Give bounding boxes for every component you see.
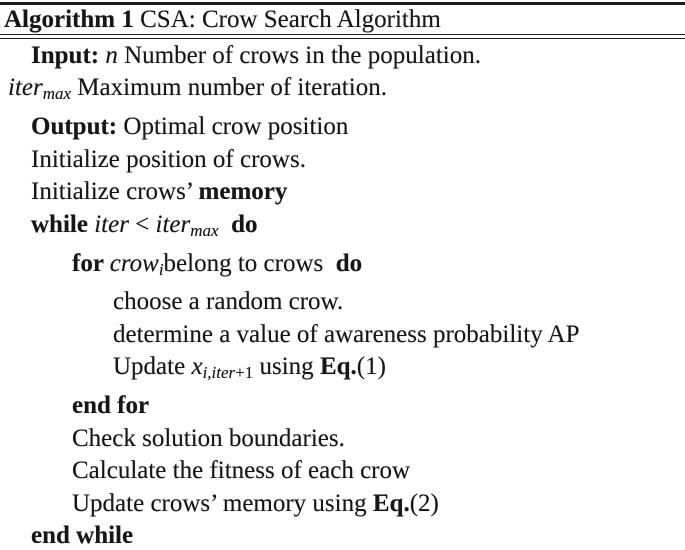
algorithm-text-segment: end while	[31, 522, 134, 550]
algorithm-line: for crowibelong to crows do	[0, 248, 685, 287]
algorithm-text-segment: end for	[72, 392, 150, 420]
algorithm-line: choose a random crow.	[0, 286, 685, 319]
algorithm-line: Update crows’ memory using Eq.(2)	[0, 488, 685, 521]
algorithm-text-segment: determine a value of awareness probabili…	[113, 320, 580, 348]
algorithm-line: Output: Optimal crow position	[0, 111, 685, 144]
algorithm-text-segment: n	[105, 41, 118, 69]
algorithm-text-segment: Check solution boundaries.	[72, 424, 345, 452]
algorithm-line: Initialize crows’ memory	[0, 176, 685, 209]
algorithm-text-segment	[219, 211, 232, 238]
algorithm-text-segment: Optimal crow position	[123, 113, 349, 141]
algorithm-text-segment: (2)	[409, 489, 439, 517]
algorithm-text-segment: Input:	[31, 41, 106, 69]
algorithm-line: while iter < itermax do	[0, 209, 685, 248]
algorithm-text-segment: using	[253, 353, 320, 381]
algorithm-text-segment: choose a random crow.	[113, 288, 344, 316]
algorithm-text-segment: i,iter	[202, 363, 236, 383]
title-separator-double-rule	[0, 34, 685, 39]
top-rule	[0, 2, 685, 5]
algorithm-line: Input: n Number of crows in the populati…	[0, 40, 685, 73]
algorithm-text-segment: <	[128, 210, 156, 238]
algorithm-text-segment: (1)	[356, 353, 386, 381]
algorithm-text-segment: crow	[109, 249, 159, 277]
algorithm-text-segment: max	[42, 84, 72, 104]
algorithm-line: Check solution boundaries.	[0, 423, 685, 456]
algorithm-text-segment: belong to crows	[163, 249, 336, 277]
algorithm-text-segment: x	[191, 353, 203, 381]
algorithm-line: Calculate the fitness of each crow	[0, 455, 685, 488]
algorithm-line: determine a value of awareness probabili…	[0, 319, 685, 352]
algorithm-text-segment: Eq.	[319, 353, 357, 381]
algorithm-text-segment: Initialize crows’	[31, 178, 199, 206]
algorithm-text-segment: Update crows’ memory using	[72, 489, 373, 517]
algorithm-text-segment: do	[335, 249, 363, 277]
algorithm-text-segment: iter	[94, 210, 129, 238]
algorithm-text-segment: Initialize position of crows.	[31, 145, 306, 173]
algorithm-title: Algorithm 1 CSA: Crow Search Algorithm	[0, 5, 685, 34]
algorithm-text-segment: iter	[8, 74, 43, 102]
algorithm-line: itermax Maximum number of iteration.	[0, 72, 685, 111]
algorithm-text-segment: +1	[235, 363, 254, 383]
algorithm-text-segment: Number of crows in the population.	[117, 41, 481, 69]
algorithm-line: end for	[0, 390, 685, 423]
algorithm-line: Initialize position of crows.	[0, 144, 685, 177]
algorithm-text-segment: i	[158, 259, 164, 279]
algorithm-body: Input: n Number of crows in the populati…	[0, 39, 685, 550]
algorithm-text-segment: do	[231, 210, 258, 238]
algorithm-text-segment: Eq.	[372, 489, 410, 517]
algorithm-number-label: Algorithm 1	[4, 6, 134, 33]
algorithm-text-segment: iter	[155, 210, 191, 238]
algorithm-text-segment: max	[190, 220, 219, 240]
algorithm-line: end while	[0, 520, 685, 550]
algorithm-text-segment: Maximum number of iteration.	[71, 74, 387, 102]
algorithm-text-segment: Update	[113, 353, 192, 381]
algorithm-line: Update xi,iter+1 using Eq.(1)	[0, 351, 685, 390]
algorithm-name: CSA: Crow Search Algorithm	[133, 6, 441, 33]
algorithm-text-segment: Calculate the fitness of each crow	[72, 457, 411, 485]
algorithm-text-segment: memory	[198, 178, 288, 206]
algorithm-text-segment: Output:	[31, 113, 124, 141]
algorithm-text-segment: for	[72, 249, 110, 277]
algorithm-text-segment: while	[31, 210, 95, 238]
